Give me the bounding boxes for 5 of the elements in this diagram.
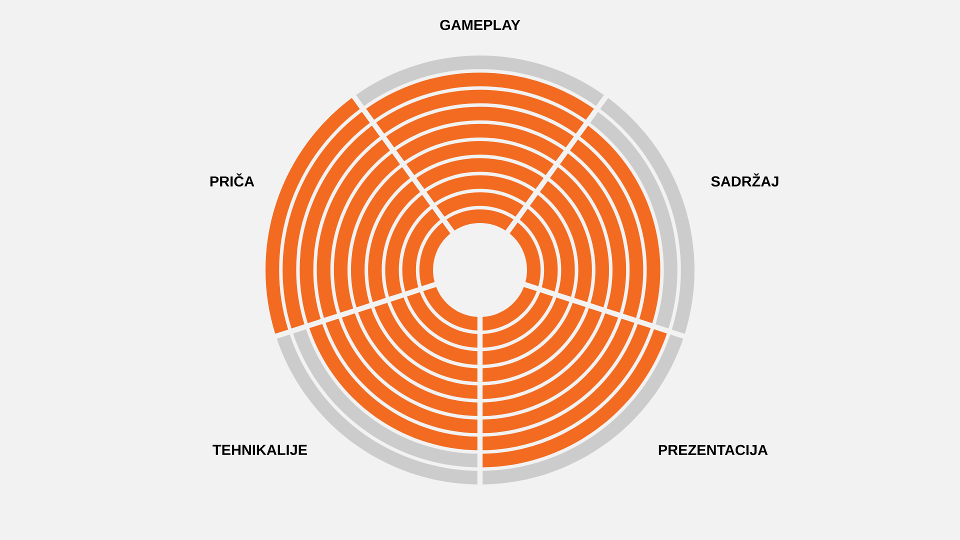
category-label: SADRŽAJ bbox=[711, 173, 778, 187]
category-label: PREZENTACIJA bbox=[658, 444, 768, 456]
category-label: PRIČA bbox=[210, 173, 254, 187]
category-label: TEHNIKALIJE bbox=[212, 444, 307, 456]
category-label: GAMEPLAY bbox=[440, 20, 520, 30]
